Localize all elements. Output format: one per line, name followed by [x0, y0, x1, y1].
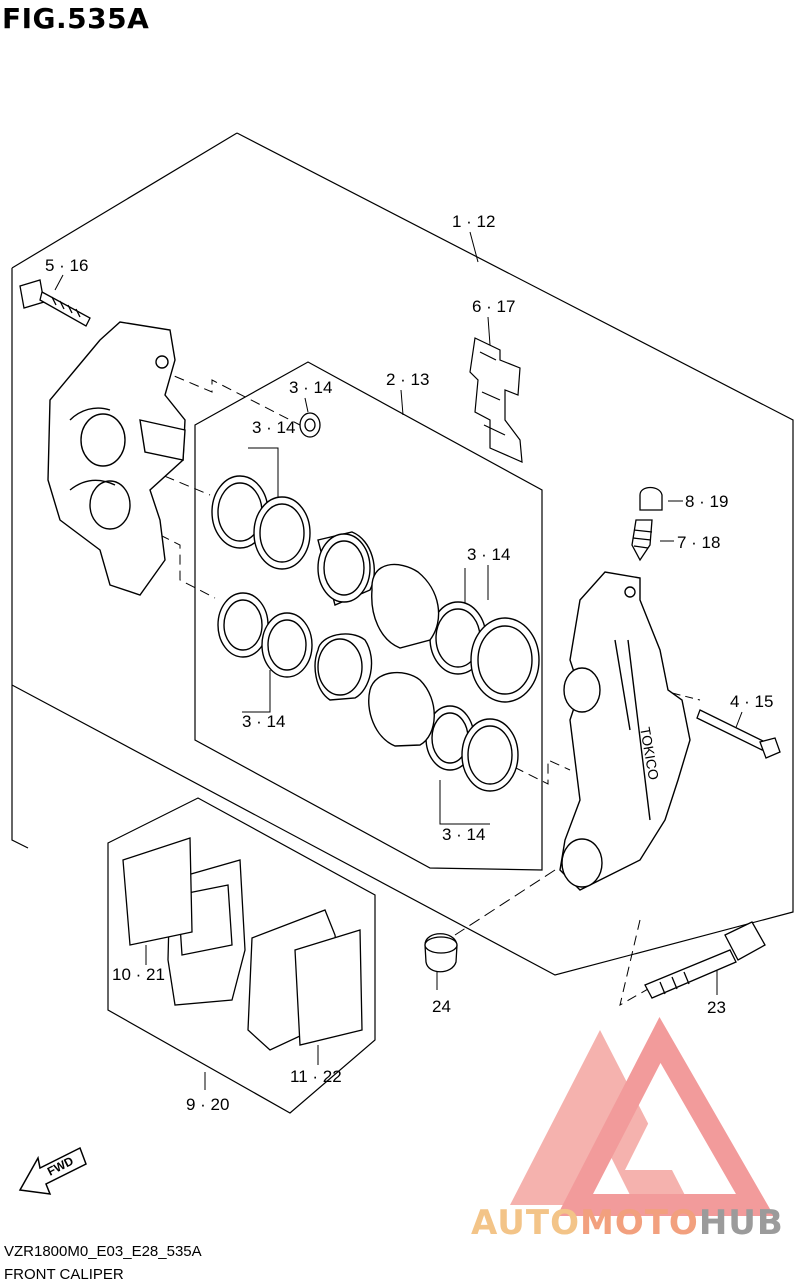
figure-title: FIG.535A: [2, 2, 150, 35]
leader-lines: [54, 231, 743, 1090]
watermark-logo-icon: [510, 1017, 775, 1216]
callout-6-17: 6 · 17: [472, 297, 515, 316]
assembly-outline: [11, 132, 794, 976]
bleeder-cap: [639, 486, 663, 511]
callout-3-14-upper-right: 3 · 14: [467, 545, 510, 564]
watermark-brand: AUTOMOTOHUB: [471, 1203, 784, 1243]
callout-7-18: 7 · 18: [677, 533, 720, 552]
caliper-pin-bolt: [696, 709, 781, 759]
watermark-moto: MOTO: [579, 1203, 699, 1243]
callout-2-13: 2 · 13: [386, 370, 429, 389]
pad-spring: [469, 337, 523, 463]
seal-small: [299, 412, 321, 438]
callout-10-21: 10 · 21: [112, 965, 165, 984]
callout-9-20: 9 · 20: [186, 1095, 229, 1114]
piston-kit-outline: [194, 361, 543, 871]
watermark-hub: HUB: [698, 1203, 784, 1243]
figure-name: FRONT CALIPER: [4, 1266, 124, 1283]
callout-3-14-lower-left: 3 · 14: [242, 712, 285, 731]
caliper-inner-half: [559, 571, 691, 891]
model-code: VZR1800M0_E03_E28_535A: [4, 1243, 202, 1260]
callout-24: 24: [432, 997, 451, 1016]
caliper-outer-half: [47, 321, 186, 596]
caliper-axle-bolt: [644, 921, 766, 999]
caliper-washer: [424, 933, 458, 973]
callout-23: 23: [707, 998, 726, 1017]
piston-seals: [211, 475, 540, 792]
bleeder-valve: [631, 519, 653, 562]
callout-8-19: 8 · 19: [685, 492, 728, 511]
callout-5-16: 5 · 16: [45, 256, 88, 275]
pad-set-outline: [107, 797, 376, 1114]
caliper-mounting-bolt: [19, 279, 91, 327]
brake-pad-front: [122, 837, 246, 1006]
callout-3-14-lower-right: 3 · 14: [442, 825, 485, 844]
callout-3-14-top: 3 · 14: [289, 378, 332, 397]
callout-11-22: 11 · 22: [290, 1067, 342, 1086]
callout-3-14-upper-left: 3 · 14: [252, 418, 295, 437]
caliper-pistons: [314, 531, 440, 747]
fwd-arrow-icon: FWD: [18, 1146, 87, 1195]
brake-pad-rear: [247, 909, 363, 1051]
callout-1-12: 1 · 12: [452, 212, 495, 231]
callouts: 1 · 12 5 · 16 6 · 17 3 · 14 2 · 13 3 · 1…: [45, 212, 773, 1114]
callout-4-15: 4 · 15: [730, 692, 773, 711]
watermark-auto: AUTO: [471, 1203, 580, 1243]
